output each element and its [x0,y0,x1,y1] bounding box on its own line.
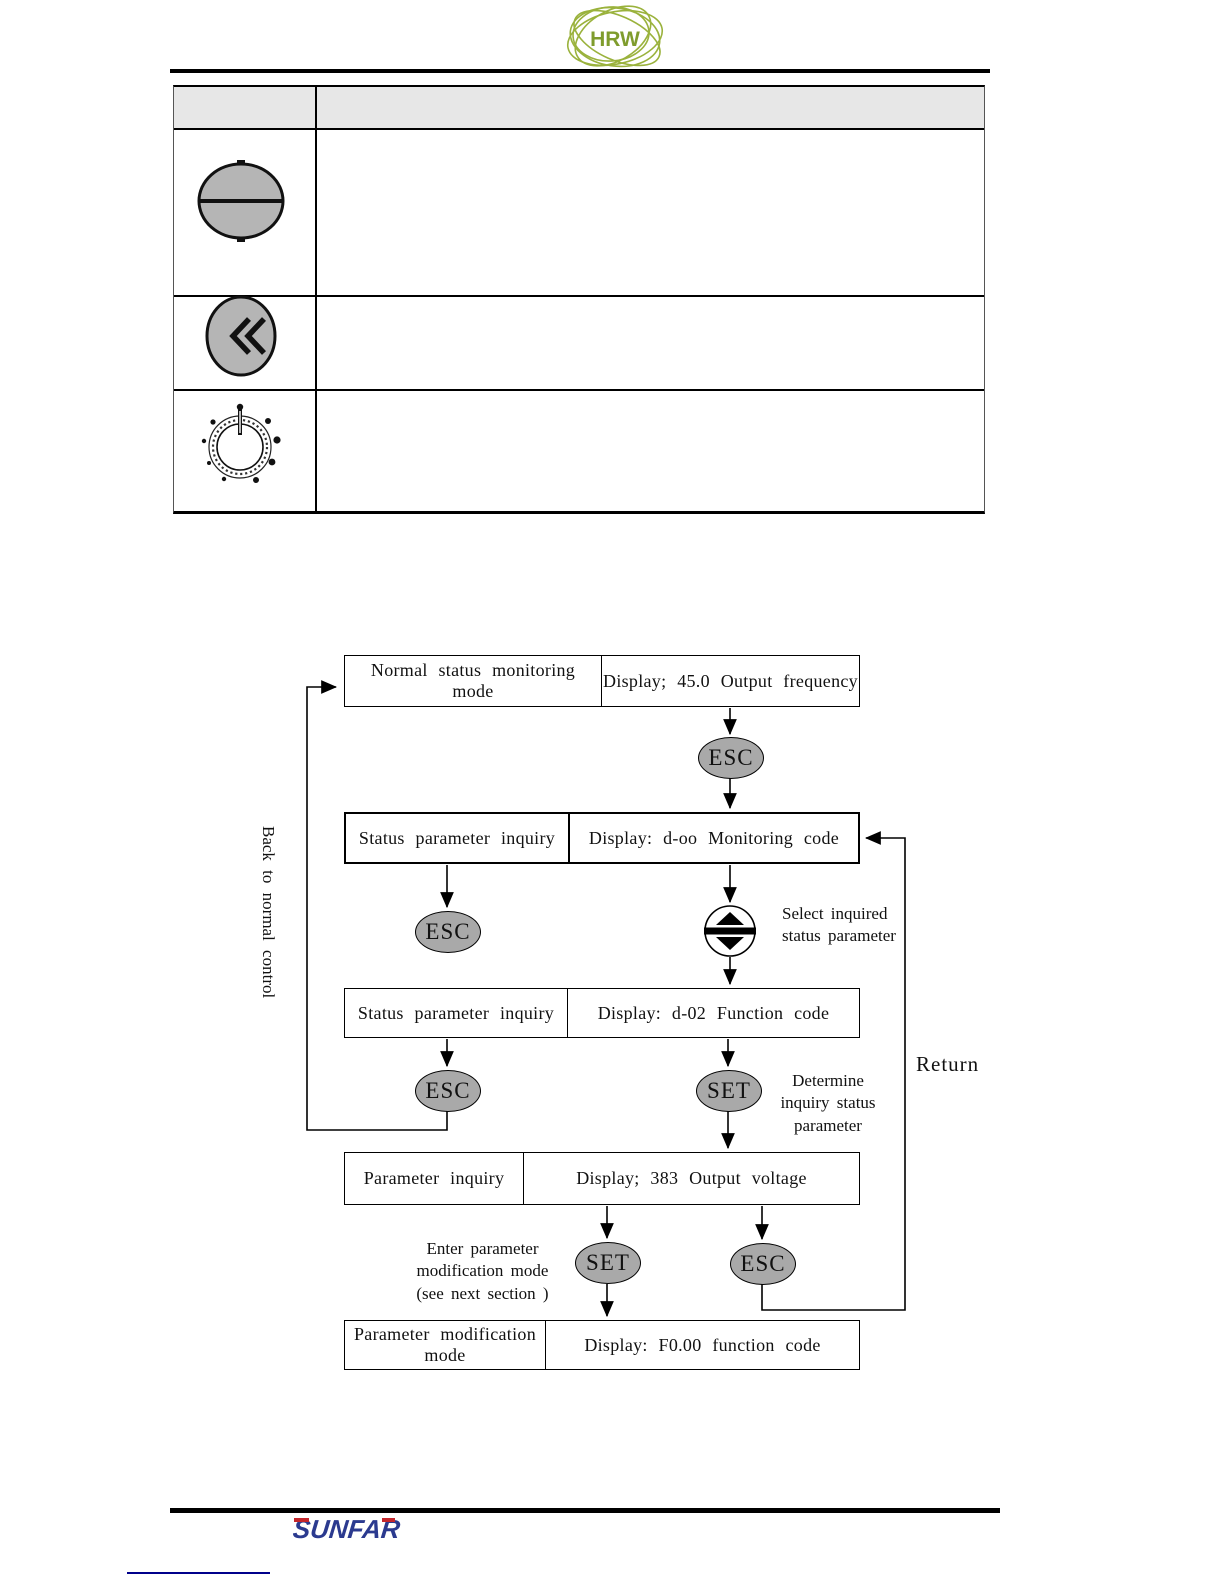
table-column-divider [315,87,317,511]
flow-box-display: Display; 45.0 Output frequency [601,656,859,706]
flow-box-label: Parameter inquiry [363,1168,505,1188]
footer-underline [127,1572,270,1574]
esc-key: ESC [730,1243,796,1285]
set-key: SET [575,1242,641,1284]
flow-box-parameter-inquiry: Parameter inquiry Display; 383 Output vo… [344,1152,860,1205]
flow-box-status-inquiry-2: Status parameter inquiry Display: d-02 F… [344,988,860,1038]
flow-box-normal-monitoring: Normal status monitoring mode Display; 4… [344,655,860,707]
enter-modification-note: Enter parameter modification mode (see n… [416,1239,549,1303]
determine-parameter-note: Determine inquiry status parameter [780,1071,876,1135]
flow-box-display: Display; 383 Output voltage [523,1153,859,1204]
return-label: Return [916,1052,980,1076]
back-to-normal-label: Back to normal control [259,826,278,999]
esc-key: ESC [415,1070,481,1112]
sunfar-logo-red-accent [382,1518,395,1522]
table-row-divider [174,295,984,297]
esc-key: ESC [415,911,481,953]
flow-box-label: Normal status monitoring mode [370,660,576,701]
flow-box-display: Display: d-02 Function code [567,989,859,1037]
set-key: SET [696,1070,762,1112]
flow-box-parameter-modification: Parameter modification mode Display: F0.… [344,1320,860,1370]
up-down-key-icon [704,905,756,957]
flow-box-label: Status parameter inquiry [358,827,556,848]
table-row-divider [174,389,984,391]
esc-key: ESC [698,737,764,779]
hrw-logo-text: HRW [590,28,640,51]
flow-box-label: Status parameter inquiry [357,1002,555,1023]
header-rule [170,69,990,73]
keypad-table [173,85,985,514]
flow-box-label: Parameter modification mode [353,1324,537,1365]
footer-rule [170,1508,1000,1513]
flow-box-display: Display: F0.00 function code [545,1321,859,1369]
select-parameter-note: Select inquired status parameter [782,904,896,946]
table-header-row [174,87,984,130]
back-loop-line [306,680,448,1131]
flow-box-display: Display: d-oo Monitoring code [568,814,858,862]
hrw-logo: HRW [566,5,664,68]
sunfar-logo-red-accent [294,1518,309,1522]
flow-box-status-inquiry-1: Status parameter inquiry Display: d-oo M… [344,812,860,864]
